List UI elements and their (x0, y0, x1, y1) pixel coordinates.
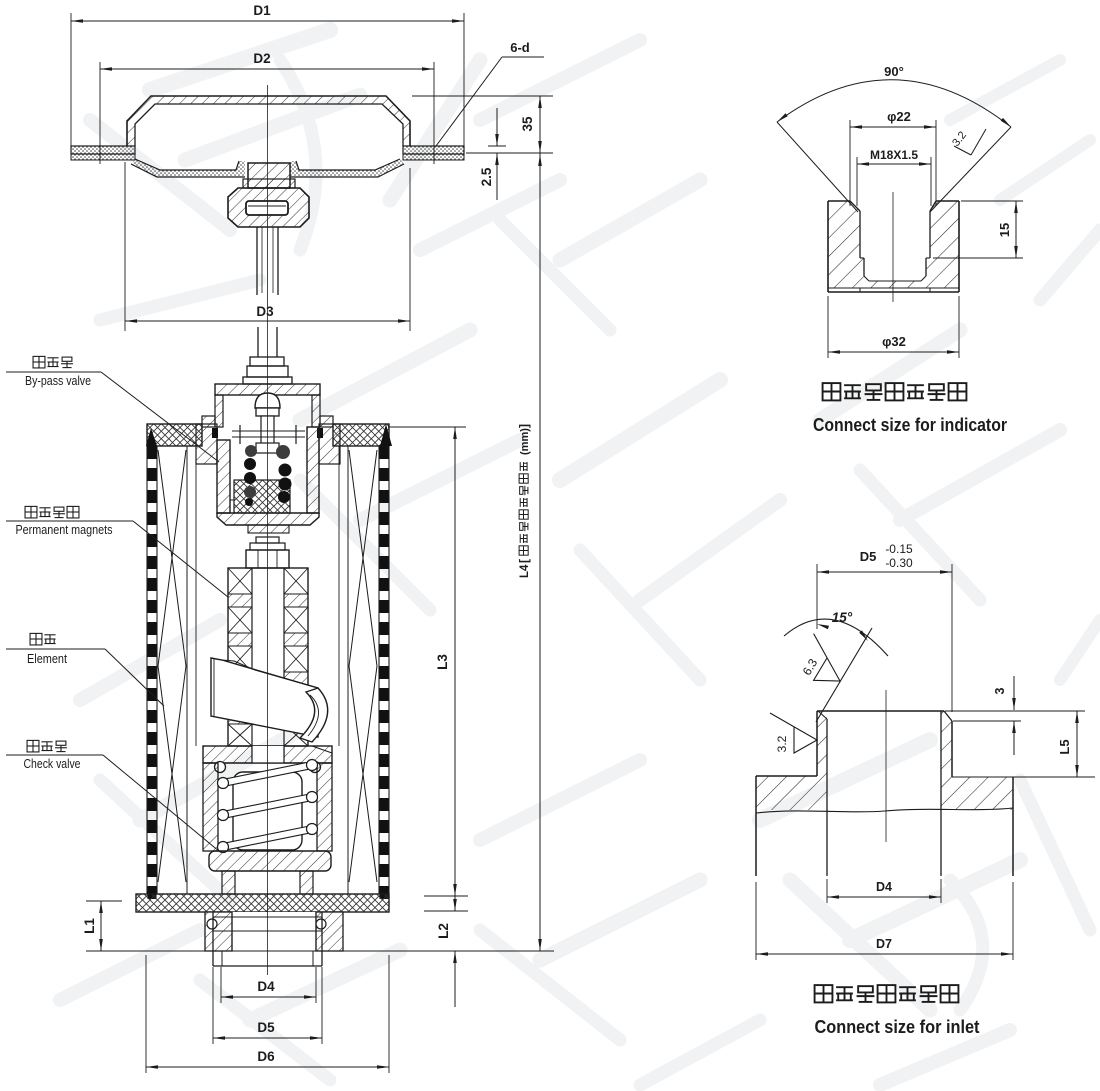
svg-text:15°: 15° (832, 610, 853, 625)
svg-text:L5: L5 (1057, 739, 1072, 754)
svg-text:D5: D5 (860, 549, 877, 564)
svg-text:D6: D6 (257, 1049, 275, 1064)
svg-text:3.2: 3.2 (775, 735, 789, 752)
svg-text:D3: D3 (256, 304, 274, 319)
svg-text:Element: Element (27, 652, 67, 666)
svg-text:L2: L2 (436, 923, 451, 939)
svg-text:L4: L4 (519, 564, 531, 578)
svg-text:6-d: 6-d (510, 40, 530, 55)
svg-text:D7: D7 (876, 937, 892, 951)
svg-text:]: ] (517, 424, 531, 428)
svg-text:D1: D1 (253, 3, 271, 18)
svg-text:φ22: φ22 (887, 109, 911, 124)
svg-text:-0.30: -0.30 (885, 556, 913, 570)
svg-text:[: [ (517, 559, 531, 563)
svg-text:φ32: φ32 (882, 334, 906, 349)
svg-text:D2: D2 (253, 51, 270, 66)
svg-text:2.5: 2.5 (479, 167, 494, 186)
svg-text:15: 15 (997, 223, 1012, 237)
svg-text:(mm): (mm) (519, 428, 531, 455)
svg-text:Permanent magnets: Permanent magnets (16, 523, 113, 537)
svg-text:-0.15: -0.15 (885, 542, 913, 556)
svg-text:35: 35 (520, 116, 535, 132)
svg-text:By-pass valve: By-pass valve (25, 374, 91, 388)
svg-text:L3: L3 (435, 654, 450, 670)
svg-text:Connect size for inlet: Connect size for inlet (815, 1017, 980, 1037)
svg-text:D4: D4 (876, 880, 892, 894)
svg-text:M18X1.5: M18X1.5 (870, 148, 918, 162)
svg-text:Check valve: Check valve (24, 757, 81, 771)
svg-text:Connect size for indicator: Connect size for indicator (813, 415, 1007, 435)
svg-text:L1: L1 (82, 918, 97, 934)
svg-text:3: 3 (993, 687, 1007, 694)
svg-text:D5: D5 (257, 1020, 275, 1035)
svg-text:90°: 90° (884, 64, 904, 79)
svg-text:D4: D4 (257, 979, 275, 994)
